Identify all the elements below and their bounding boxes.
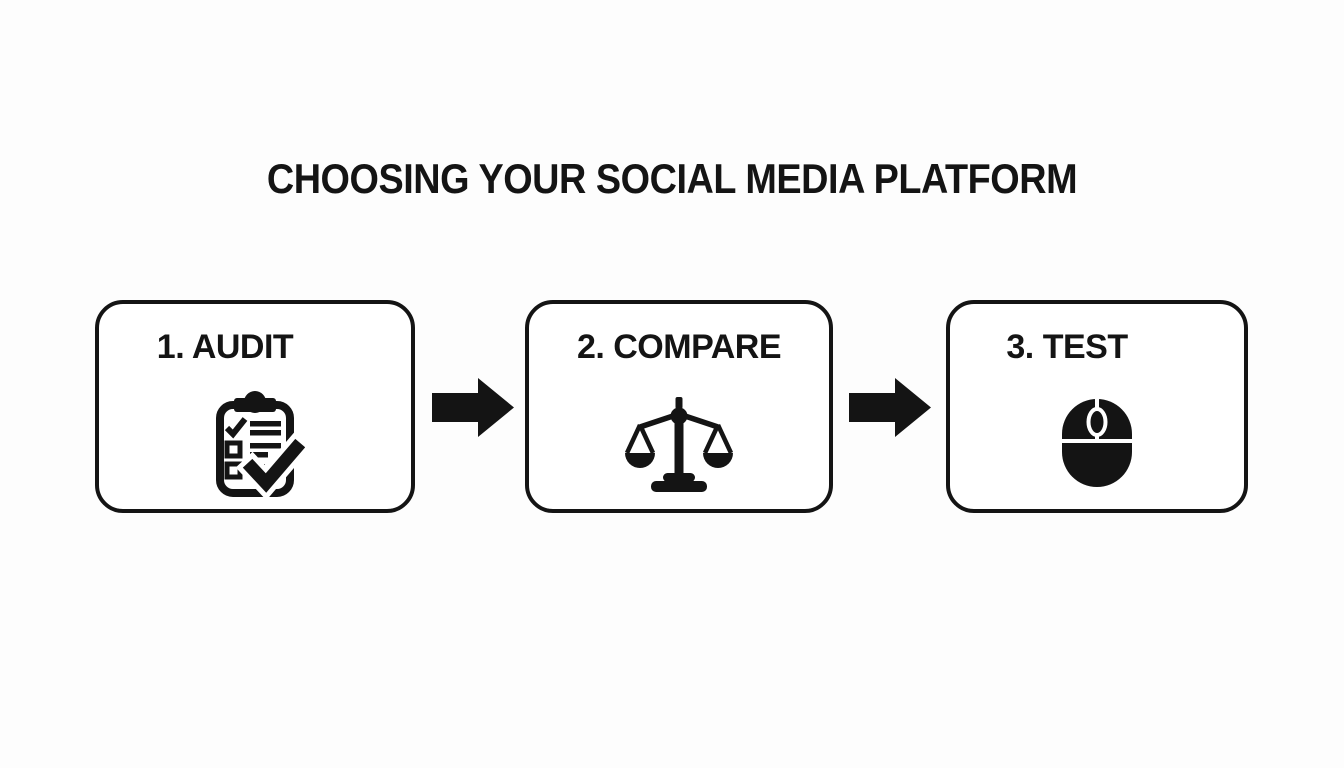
step-box-compare: 2. COMPARE bbox=[525, 300, 833, 513]
clipboard-checklist-icon bbox=[205, 388, 313, 501]
arrow-right-icon bbox=[432, 378, 514, 437]
arrow-right-icon bbox=[849, 378, 931, 437]
page-title: CHOOSING YOUR SOCIAL MEDIA PLATFORM bbox=[266, 155, 1078, 202]
step-box-test: 3. TEST bbox=[946, 300, 1248, 513]
step-label-compare: 2. COMPARE bbox=[576, 328, 782, 366]
balance-scale-icon bbox=[623, 396, 735, 493]
step-label-audit: 1. AUDIT bbox=[156, 328, 294, 366]
computer-mouse-icon bbox=[1060, 398, 1134, 488]
step-label-test: 3. TEST bbox=[1006, 328, 1128, 366]
step-box-audit: 1. AUDIT bbox=[95, 300, 415, 513]
